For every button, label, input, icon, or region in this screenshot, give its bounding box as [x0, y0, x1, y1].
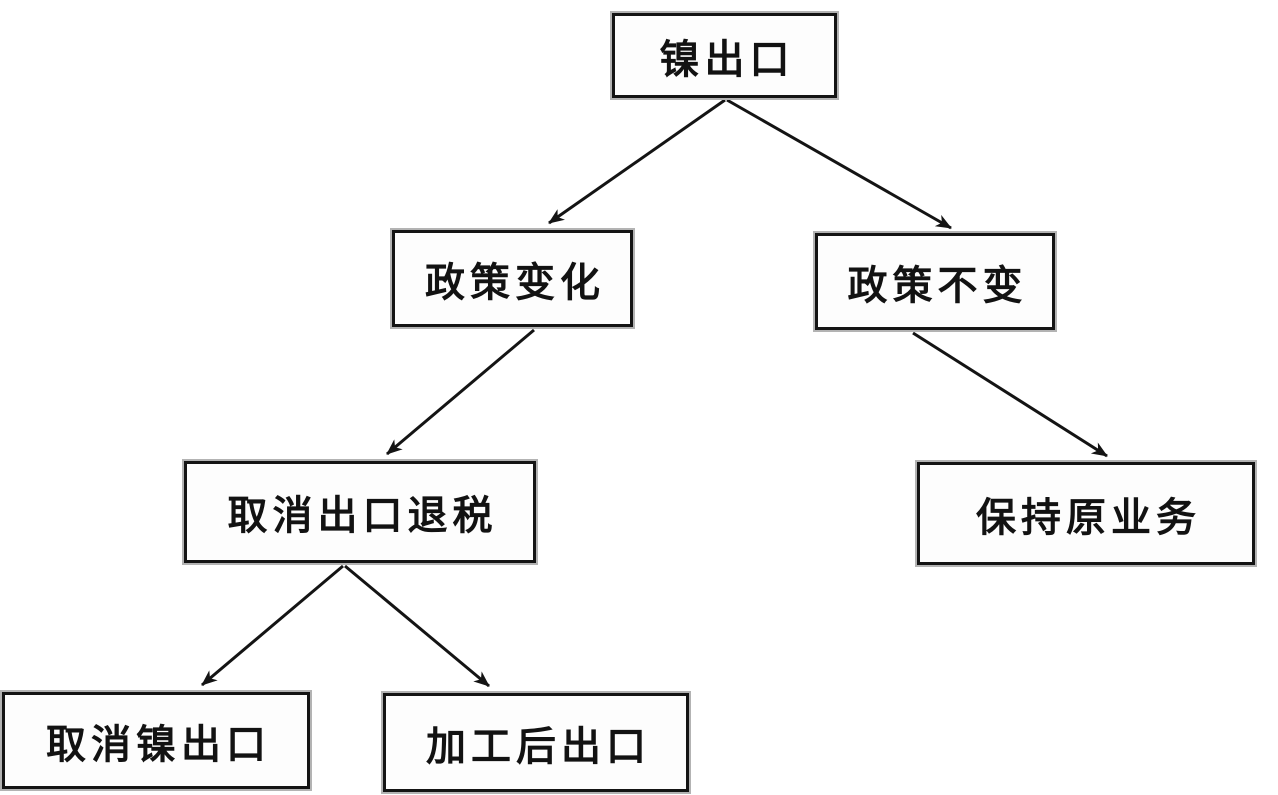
node-cancel-nickel-export-label: 取消镍出口: [46, 721, 271, 767]
edge-nickel-export-to-policy-unchanged-arrow: [726, 98, 952, 230]
node-cancel-nickel-export: 取消镍出口: [2, 692, 310, 789]
edge-policy-change-to-cancel-export-rebate-arrow: [386, 328, 535, 456]
node-nickel-export: 镍出口: [612, 13, 837, 98]
node-policy-unchanged: 政策不变: [815, 233, 1055, 330]
node-export-after-processing-label: 加工后出口: [426, 723, 651, 769]
node-nickel-export-label: 镍出口: [659, 36, 795, 82]
node-cancel-export-rebate-label: 取消出口退税: [227, 493, 498, 538]
node-policy-unchanged-label: 政策不变: [847, 262, 1028, 308]
node-export-after-processing: 加工后出口: [383, 693, 689, 792]
edge-cancel-export-rebate-to-cancel-nickel-export-arrow: [201, 564, 344, 687]
node-policy-change: 政策变化: [392, 230, 633, 327]
node-cancel-export-rebate: 取消出口退税: [184, 461, 536, 563]
edge-policy-unchanged-to-keep-original-business-arrow: [912, 331, 1108, 458]
node-keep-original-business: 保持原业务: [917, 462, 1255, 565]
node-keep-original-business-label: 保持原业务: [976, 494, 1201, 540]
edge-cancel-export-rebate-to-export-after-processing-arrow: [344, 564, 490, 688]
node-policy-change-label: 政策变化: [425, 259, 605, 305]
edge-nickel-export-to-policy-change-arrow: [548, 98, 726, 225]
